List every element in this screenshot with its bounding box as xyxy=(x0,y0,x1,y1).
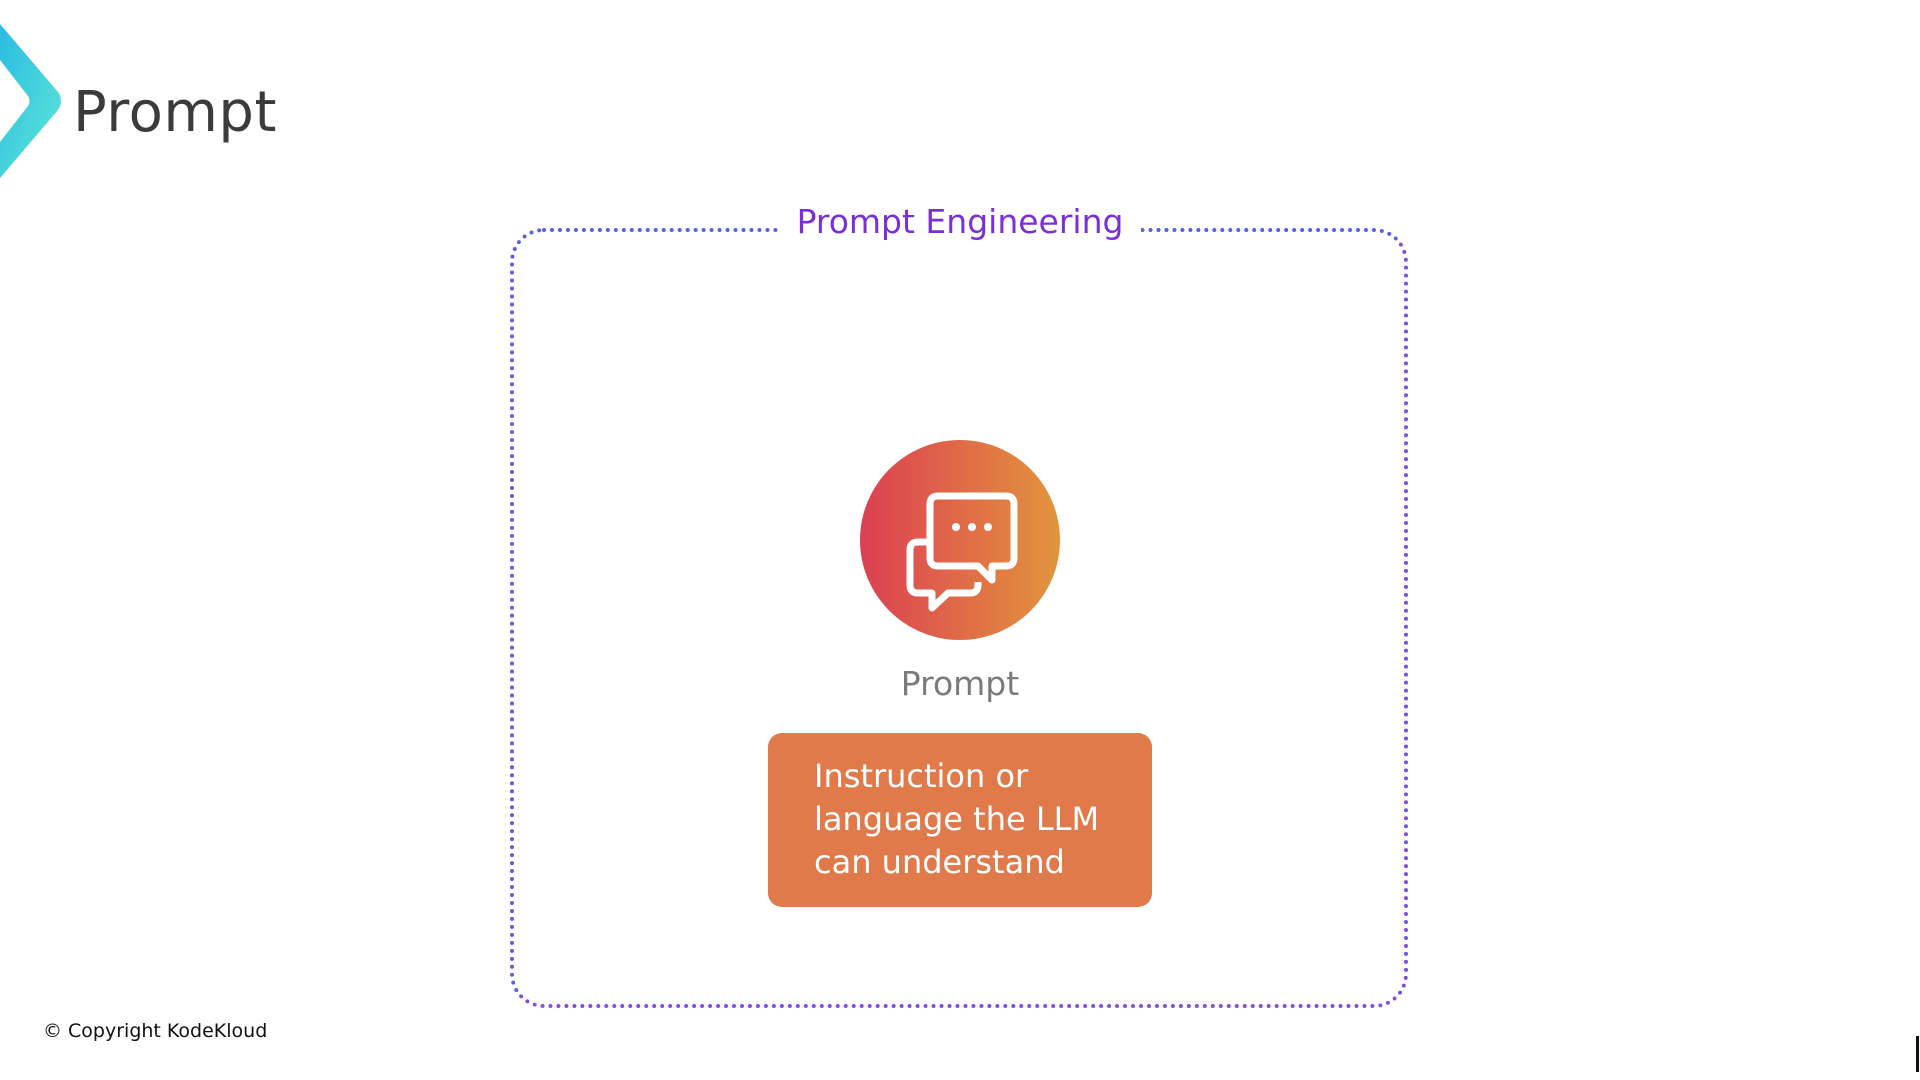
prompt-node-label: Prompt xyxy=(900,664,1020,703)
prompt-description-box: Instruction or language the LLM can unde… xyxy=(768,733,1152,907)
frame-title: Prompt Engineering xyxy=(0,202,1920,241)
edge-marker xyxy=(1916,1036,1919,1072)
logo-chevron-icon xyxy=(0,24,61,178)
page-title: Prompt xyxy=(73,80,277,145)
chat-bubbles-icon xyxy=(906,492,1018,612)
frame-title-text: Prompt Engineering xyxy=(778,202,1142,241)
description-line: Instruction or xyxy=(814,757,1029,795)
description-line: language the LLM xyxy=(814,800,1100,838)
prompt-node xyxy=(860,440,1060,640)
description-line: can understand xyxy=(814,843,1065,881)
copyright-text: © Copyright KodeKloud xyxy=(43,1020,268,1042)
